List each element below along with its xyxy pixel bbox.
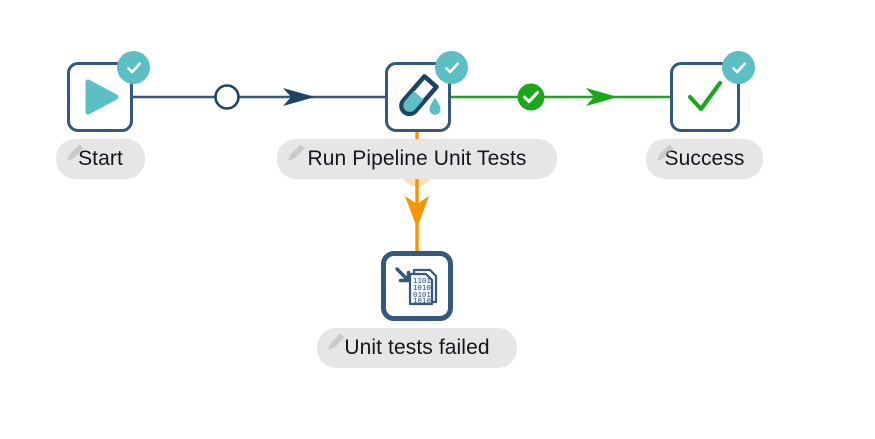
node-run-pipeline-unit-tests-status-badge[interactable] bbox=[435, 51, 468, 84]
node-success-label[interactable]: Success bbox=[646, 139, 763, 179]
edge-run-to-success[interactable] bbox=[448, 88, 670, 106]
node-run-pipeline-unit-tests[interactable] bbox=[385, 62, 451, 132]
check-circle-icon bbox=[731, 61, 746, 73]
arrowhead-navy-icon bbox=[283, 88, 315, 106]
node-unit-tests-failed-label-text: Unit tests failed bbox=[344, 336, 490, 359]
node-unit-tests-failed-label[interactable]: Unit tests failed bbox=[317, 328, 517, 368]
check-circle-filled-icon[interactable] bbox=[514, 80, 548, 114]
svg-text:1101: 1101 bbox=[413, 276, 431, 285]
checkmark-icon bbox=[687, 80, 723, 112]
pencil-icon bbox=[657, 144, 674, 161]
node-success-status-badge[interactable] bbox=[722, 51, 755, 84]
edge-start-to-run[interactable] bbox=[133, 88, 388, 106]
node-success-label-text: Success bbox=[664, 147, 745, 170]
pencil-icon bbox=[288, 144, 305, 161]
binary-file-download-icon: 1101 1010 0101 1010 bbox=[395, 267, 438, 306]
check-circle-icon bbox=[444, 61, 459, 73]
svg-text:0101: 0101 bbox=[413, 290, 431, 299]
open-circle-icon[interactable] bbox=[211, 81, 243, 113]
play-icon bbox=[85, 79, 119, 115]
node-run-pipeline-unit-tests-label-text: Run Pipeline Unit Tests bbox=[307, 147, 527, 170]
arrowhead-orange-icon bbox=[405, 196, 429, 228]
test-tube-icon bbox=[399, 74, 441, 117]
node-start-label-text: Start bbox=[78, 147, 123, 170]
pencil-icon bbox=[328, 333, 345, 350]
node-start-status-badge[interactable] bbox=[117, 51, 150, 84]
pencil-icon bbox=[67, 144, 84, 161]
node-start-label[interactable]: Start bbox=[56, 139, 145, 179]
svg-text:1010: 1010 bbox=[413, 283, 431, 292]
arrowhead-green-icon bbox=[586, 88, 618, 106]
check-circle-icon bbox=[126, 61, 141, 73]
node-run-pipeline-unit-tests-label[interactable]: Run Pipeline Unit Tests bbox=[277, 139, 557, 179]
svg-text:1010: 1010 bbox=[413, 296, 431, 305]
node-unit-tests-failed[interactable]: 1101 1010 0101 1010 bbox=[381, 251, 453, 321]
